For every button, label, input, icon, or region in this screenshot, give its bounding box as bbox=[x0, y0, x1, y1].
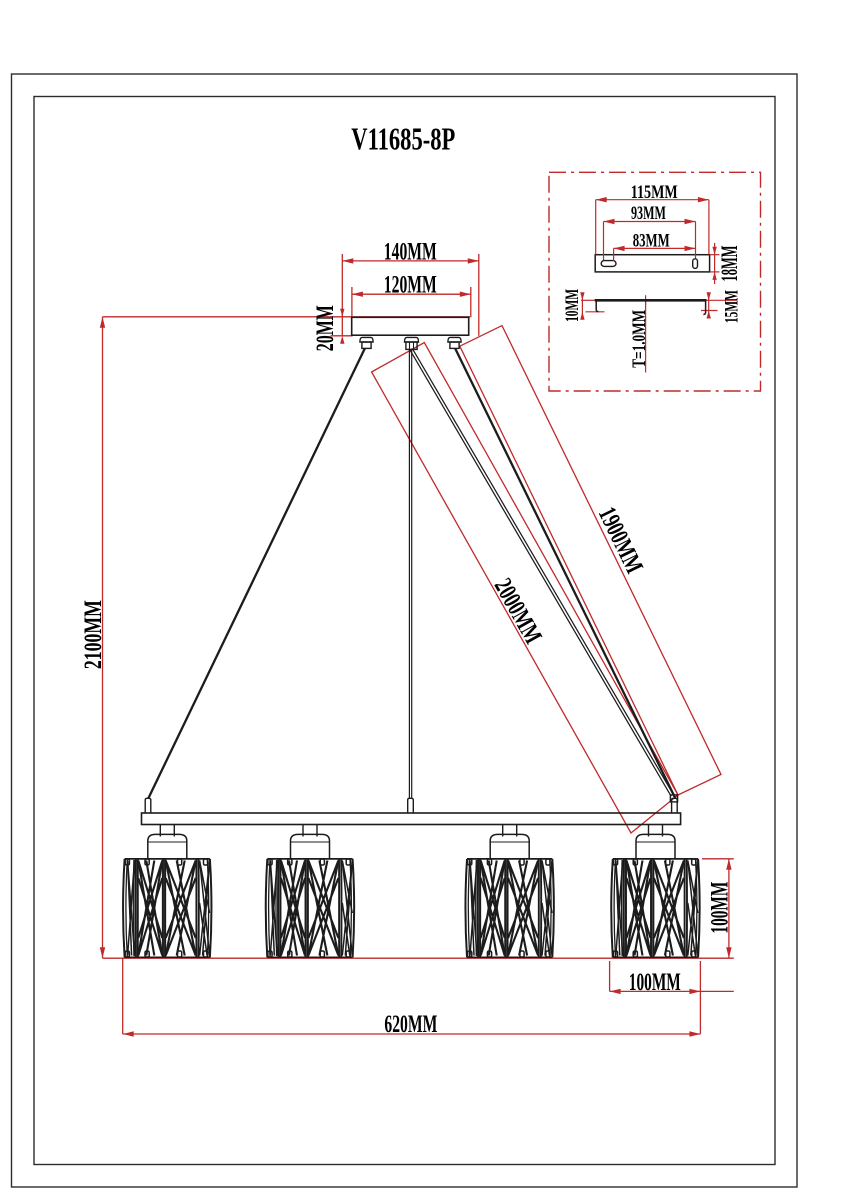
svg-text:18MM: 18MM bbox=[717, 245, 742, 281]
svg-text:115MM: 115MM bbox=[631, 183, 678, 203]
svg-text:T=1.0MM: T=1.0MM bbox=[630, 310, 650, 368]
svg-text:V11685-8P: V11685-8P bbox=[351, 121, 455, 156]
svg-text:100MM: 100MM bbox=[629, 967, 681, 996]
svg-text:10MM: 10MM bbox=[563, 289, 583, 322]
svg-text:2100MM: 2100MM bbox=[78, 600, 107, 669]
svg-text:15MM: 15MM bbox=[723, 290, 743, 323]
svg-text:93MM: 93MM bbox=[631, 204, 666, 224]
svg-text:100MM: 100MM bbox=[704, 882, 733, 934]
svg-text:120MM: 120MM bbox=[384, 270, 437, 299]
svg-text:620MM: 620MM bbox=[384, 1009, 437, 1038]
svg-text:83MM: 83MM bbox=[633, 232, 670, 252]
svg-text:140MM: 140MM bbox=[384, 236, 437, 265]
svg-text:20MM: 20MM bbox=[310, 305, 339, 351]
